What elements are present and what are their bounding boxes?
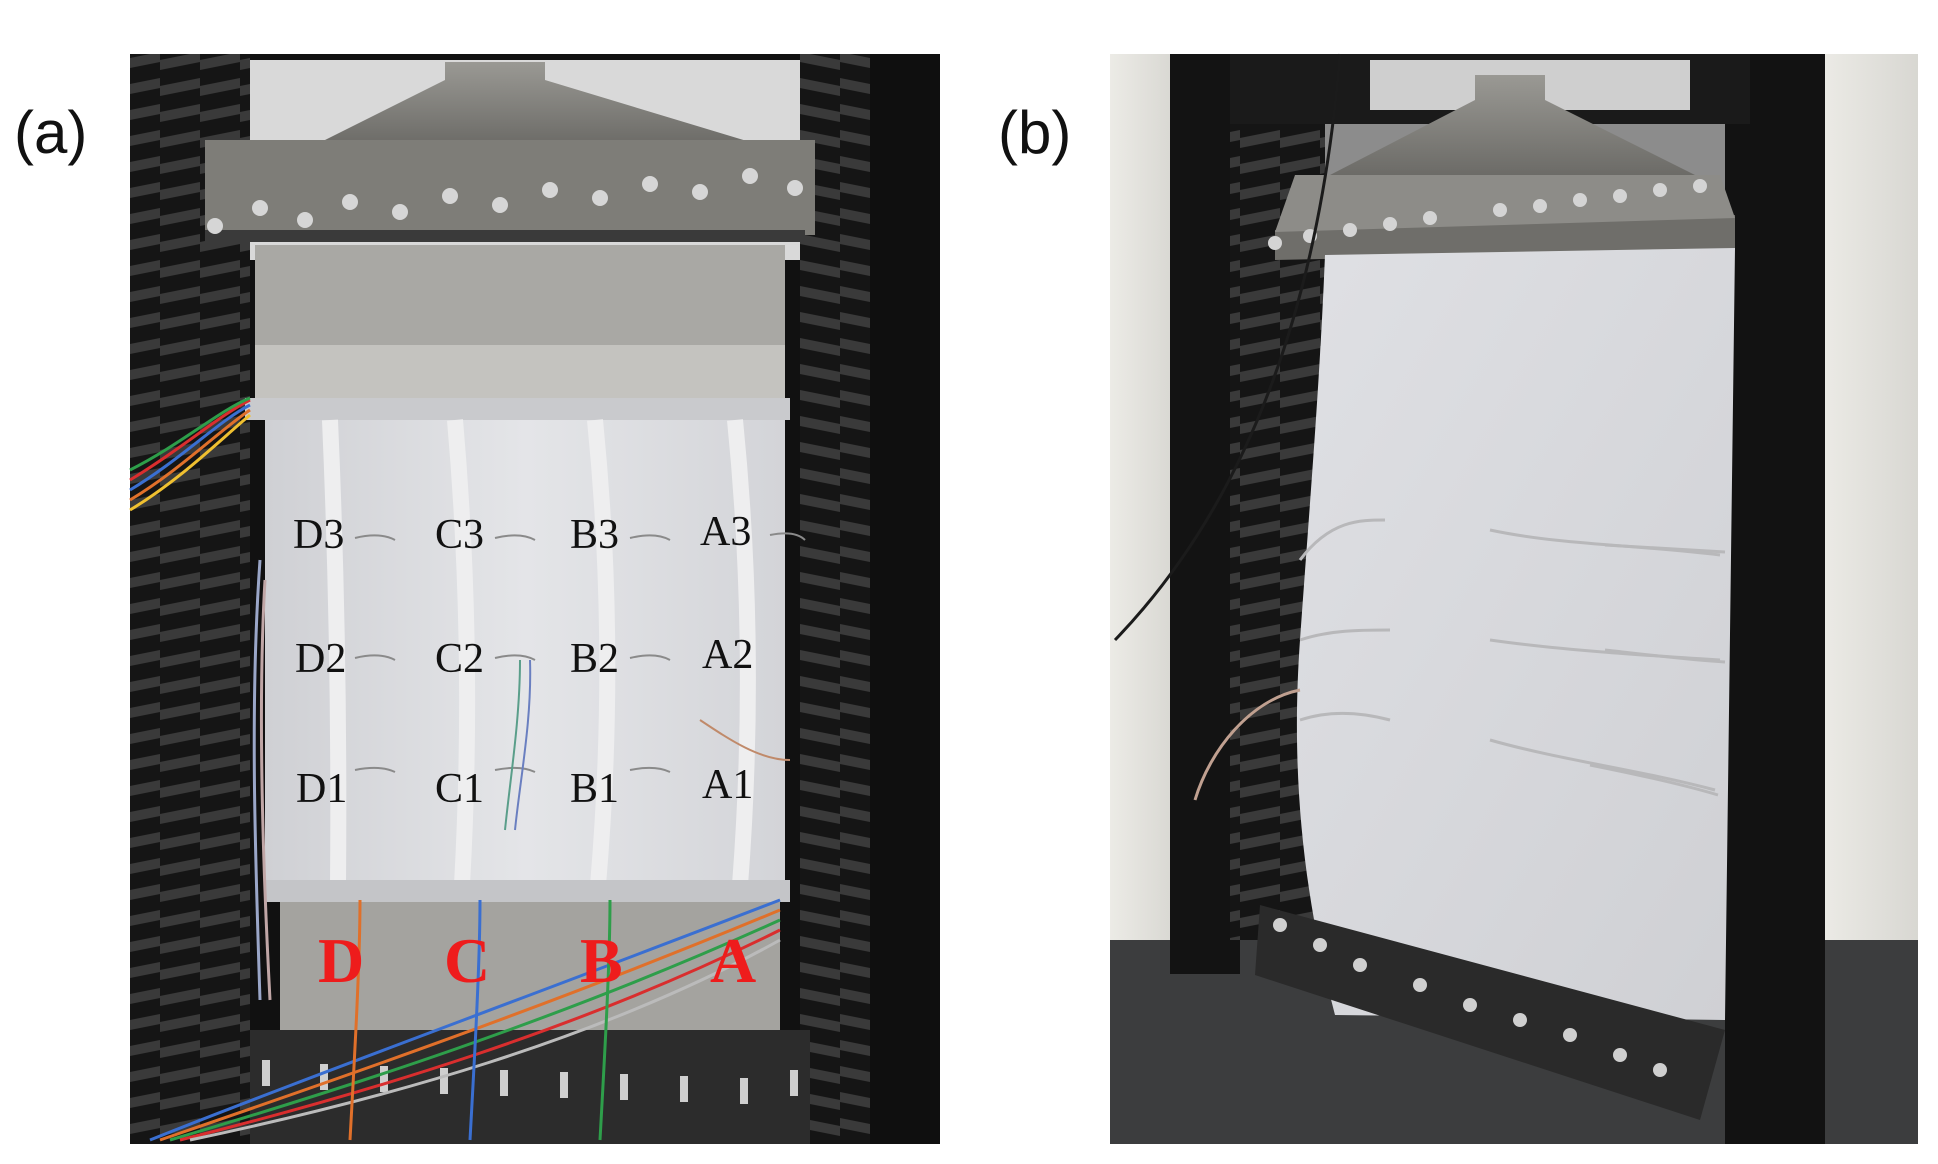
gauge-labels-a: D3 C3 B3 A3 D2 C2 B2 A2 D1 C1 B1 A1 <box>293 509 753 812</box>
upper-steel-lip-a <box>255 345 785 405</box>
top-crossbar-a <box>245 398 790 420</box>
stiffener-label-b: B <box>580 925 623 996</box>
gauge-label-d3: D3 <box>293 512 344 558</box>
panel-a-photo: D3 C3 B3 A3 D2 C2 B2 A2 D1 C1 B1 A1 D C … <box>129 54 940 1144</box>
cable-b <box>1113 53 1342 642</box>
stiffener-label-c: C <box>444 925 490 996</box>
gauge-label-a3: A3 <box>700 509 751 555</box>
gauge-label-b2: B2 <box>570 636 619 682</box>
stiffener-labels-a: D C B A <box>318 925 756 996</box>
stiffener-d <box>322 419 347 886</box>
stiffener-label-d: D <box>318 925 364 996</box>
gauge-leads-a <box>354 532 806 831</box>
top-bolts-a <box>207 168 803 234</box>
gauge-leads-b <box>1298 518 1726 797</box>
panel-b-label: (b) <box>998 99 1072 166</box>
top-clamp-beam-a <box>205 140 815 235</box>
louver-right-a <box>800 54 880 1144</box>
top-triangle-fixture-b <box>1330 75 1695 175</box>
wire-b <box>1193 688 1301 801</box>
stiffeners-a <box>322 419 756 886</box>
upper-steel-plate-a <box>255 245 785 355</box>
gauge-label-c2: C2 <box>435 636 484 682</box>
bottom-bolts-a <box>262 1060 798 1104</box>
stiffener-a <box>727 419 756 886</box>
frame-right-a <box>870 54 940 1144</box>
stiffener-label-a: A <box>710 925 756 996</box>
base-a <box>250 1030 810 1144</box>
wires-a <box>129 396 781 1142</box>
gauge-label-a1: A1 <box>702 762 753 808</box>
gauge-label-b1: B1 <box>570 766 619 812</box>
panel-b-photo <box>1110 53 1918 1144</box>
frame-right-b <box>1725 54 1825 1144</box>
frame-left-b <box>1170 54 1240 974</box>
wall-left-b <box>1110 54 1175 954</box>
bottom-bolts-b <box>1273 918 1667 1077</box>
gauge-label-c1: C1 <box>435 766 484 812</box>
lower-steel-plate-a <box>280 902 780 1032</box>
bottom-crossbar-a <box>265 880 790 902</box>
top-clamp-edge-a <box>205 230 805 242</box>
stiffener-b <box>587 419 616 886</box>
bottom-clamp-b <box>1255 905 1725 1120</box>
top-bolts-b <box>1268 179 1707 250</box>
stiffener-c <box>447 419 476 886</box>
gauge-label-b3: B3 <box>570 512 619 558</box>
panel-a-label: (a) <box>14 99 88 166</box>
test-plate-a <box>265 420 785 890</box>
gauge-label-d2: D2 <box>295 636 346 682</box>
test-plate-b <box>1296 248 1735 1020</box>
top-triangle-fixture-a <box>315 62 760 145</box>
gauge-label-d1: D1 <box>296 766 347 812</box>
gauge-label-a2: A2 <box>702 632 753 678</box>
gauge-label-c3: C3 <box>435 512 484 558</box>
